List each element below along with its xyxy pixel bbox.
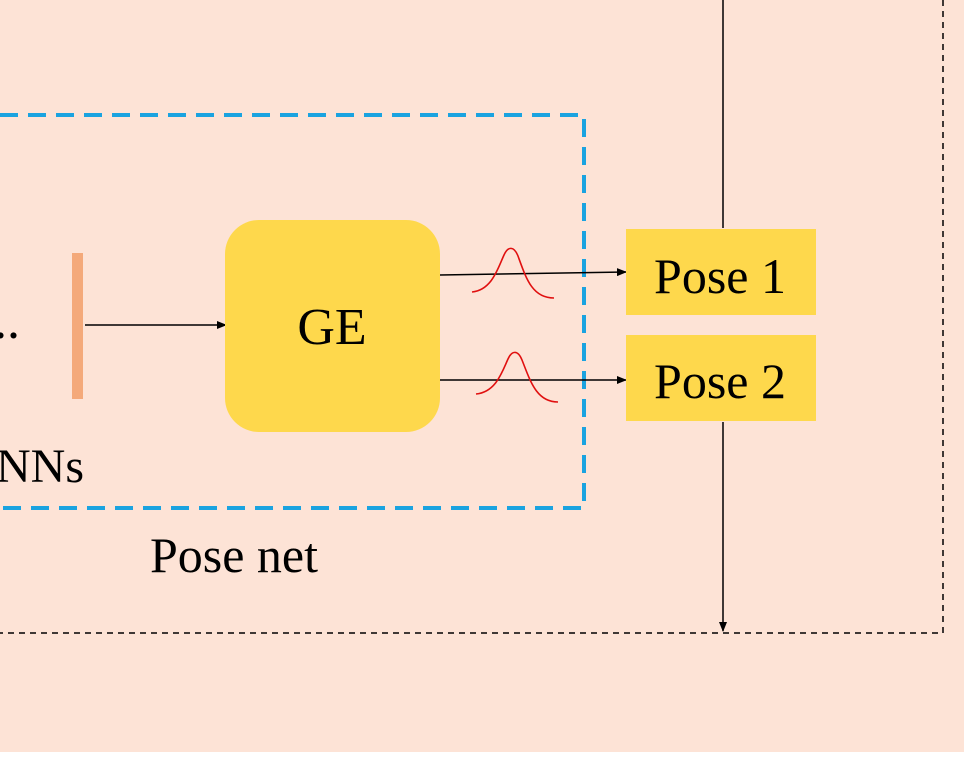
ge-label: GE [297,299,366,356]
gaussian-curve-pose1 [471,247,555,299]
ellipsis-text: .. [0,293,20,350]
pose2-label: Pose 2 [654,353,786,409]
ge-to-pose1-arrow [439,268,627,277]
ge-block [225,220,440,432]
feedback-loop-dashed-line [0,0,944,634]
pose2-box [626,335,816,421]
gaussian-curve-pose2 [475,351,559,403]
pose1-label: Pose 1 [654,248,786,304]
pose-net-region [0,113,586,510]
feature-bar [72,253,83,399]
pose-net-label: Pose net [150,527,318,583]
pose1-box [626,229,816,315]
cnn-label: NNs [0,440,84,493]
